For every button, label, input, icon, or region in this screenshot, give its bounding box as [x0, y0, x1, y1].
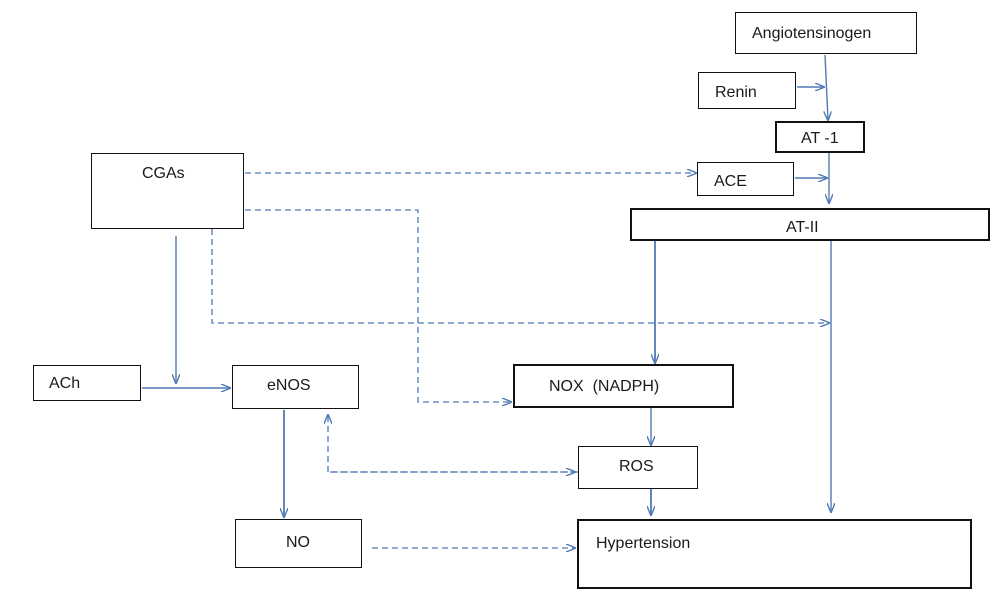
edge-ros-to-enos	[328, 415, 578, 473]
node-nox-label: NOX (NADPH)	[549, 378, 660, 395]
node-ros-label: ROS	[619, 458, 654, 475]
node-no: NO	[235, 519, 362, 568]
node-ach: ACh	[33, 365, 141, 401]
node-angiotensinogen-label: Angiotensinogen	[752, 25, 872, 42]
node-hypertension-label: Hypertension	[596, 535, 691, 552]
node-no-label: NO	[286, 534, 310, 551]
node-enos-label: eNOS	[267, 377, 311, 394]
node-at2-label: AT-II	[786, 219, 819, 236]
edge-angiotensinogen-to-at1	[825, 54, 828, 120]
node-cgas-label: CGAs	[142, 165, 185, 182]
node-renin: Renin	[698, 72, 796, 109]
node-nox: NOX (NADPH)	[513, 364, 734, 408]
node-ace-label: ACE	[714, 173, 747, 190]
edge-cgas-to-at2-path	[211, 229, 829, 323]
node-at1-label: AT -1	[801, 130, 839, 147]
node-angiotensinogen: Angiotensinogen	[735, 12, 917, 54]
node-renin-label: Renin	[715, 84, 757, 101]
node-cgas: CGAs	[91, 153, 244, 229]
node-enos: eNOS	[232, 365, 359, 409]
node-at1: AT -1	[775, 121, 865, 153]
node-ace: ACE	[697, 162, 794, 196]
node-at2: AT-II	[630, 208, 990, 241]
node-ros: ROS	[578, 446, 698, 489]
edge-cgas-to-nox	[245, 209, 511, 402]
node-hypertension: Hypertension	[577, 519, 972, 589]
node-ach-label: ACh	[49, 375, 81, 392]
